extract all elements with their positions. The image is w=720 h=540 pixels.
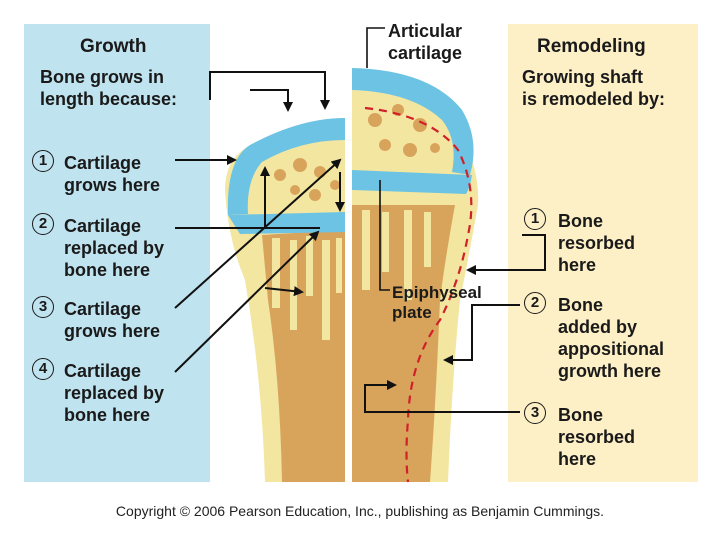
step-number: 1 [524, 208, 546, 230]
remodeling-outline [364, 106, 473, 483]
epiphyseal-plate-label: Epiphyseal plate [392, 283, 482, 322]
step-number: 4 [32, 358, 54, 380]
left-epiphyseal-cartilage [228, 212, 345, 234]
step-text: Cartilage grows here [64, 153, 161, 195]
right-articular-cartilage [352, 68, 474, 175]
remodeling-title: Remodeling [537, 36, 646, 57]
copyright-notice: Copyright © 2006 Pearson Education, Inc.… [115, 503, 605, 519]
left-articular-cartilage [227, 118, 345, 215]
right-epiphyseal-cartilage [352, 170, 472, 194]
step-text: Bone resorbed here [558, 405, 636, 469]
growth-intro: Bone grows in length because: [40, 67, 178, 109]
step-text: Bone added by appositional growth here [558, 295, 665, 381]
step-text: Cartilage replaced by bone here [64, 216, 165, 280]
right-bone-half [352, 68, 479, 482]
growth-arrows [174, 71, 345, 373]
step-text: Cartilage replaced by bone here [64, 361, 165, 425]
step-text: Bone resorbed here [558, 211, 636, 275]
remodeling-intro: Growing shaft is remodeled by: [522, 67, 666, 109]
step-number: 2 [524, 292, 546, 314]
step-number: 3 [524, 402, 546, 424]
label-leaders [366, 27, 390, 291]
remodeling-arrows [364, 234, 546, 413]
step-number: 2 [32, 213, 54, 235]
growth-panel [24, 24, 210, 482]
step-text: Cartilage grows here [64, 299, 161, 341]
step-number: 1 [32, 150, 54, 172]
articular-cartilage-label: Articular cartilage [388, 21, 463, 63]
step-number: 3 [32, 296, 54, 318]
growth-title: Growth [80, 36, 147, 57]
